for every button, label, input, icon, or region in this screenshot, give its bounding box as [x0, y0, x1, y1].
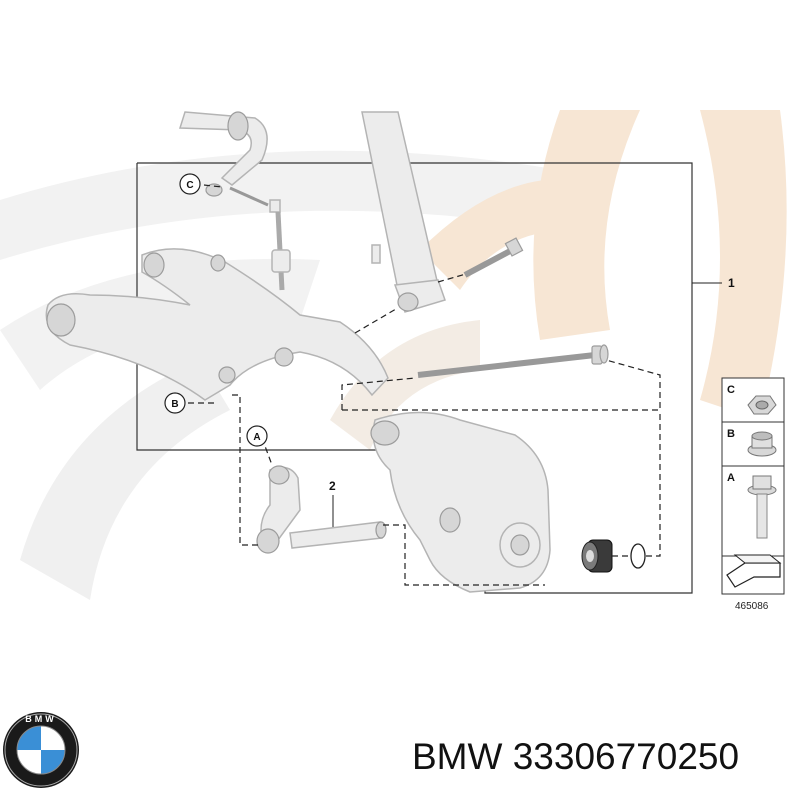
- bmw-logo: BMW: [3, 712, 79, 788]
- callout-a-label: A: [253, 432, 260, 443]
- callout-c-label: C: [186, 180, 193, 191]
- callout-c: C: [179, 173, 201, 195]
- flange-nut-icon: [747, 395, 777, 415]
- control-arm: [45, 248, 389, 401]
- o-ring: [630, 543, 646, 569]
- callout-b: B: [164, 392, 186, 414]
- upper-bolt: [463, 237, 524, 278]
- part-number-2: 2: [329, 479, 336, 493]
- assembly-frame: [136, 162, 693, 594]
- product-caption: BMW 33306770250: [412, 736, 739, 778]
- assembly-lines: [188, 184, 661, 586]
- callout-a: A: [246, 425, 268, 447]
- arrow-icon: [726, 554, 782, 588]
- toe-link: [256, 465, 387, 554]
- shock-absorber: [361, 111, 446, 313]
- bushing: [581, 539, 613, 573]
- callout-b-label: B: [171, 399, 178, 410]
- stabilizer-bar: [178, 111, 268, 186]
- hardware-legend: C B A: [721, 377, 785, 595]
- long-bolt: [417, 344, 609, 378]
- wheel-carrier: [370, 411, 551, 593]
- hex-nut-icon: [747, 431, 777, 457]
- brand-name: BMW: [412, 736, 503, 777]
- bolt-icon: [747, 475, 777, 539]
- legend-a-label: A: [727, 472, 735, 484]
- product-part-number: 33306770250: [512, 736, 740, 777]
- part-number-1: 1: [728, 276, 735, 290]
- legend-c-label: C: [727, 384, 735, 396]
- diagram-id: 465086: [735, 601, 769, 612]
- svg-text:BMW: BMW: [25, 714, 57, 724]
- legend-b-label: B: [727, 428, 735, 440]
